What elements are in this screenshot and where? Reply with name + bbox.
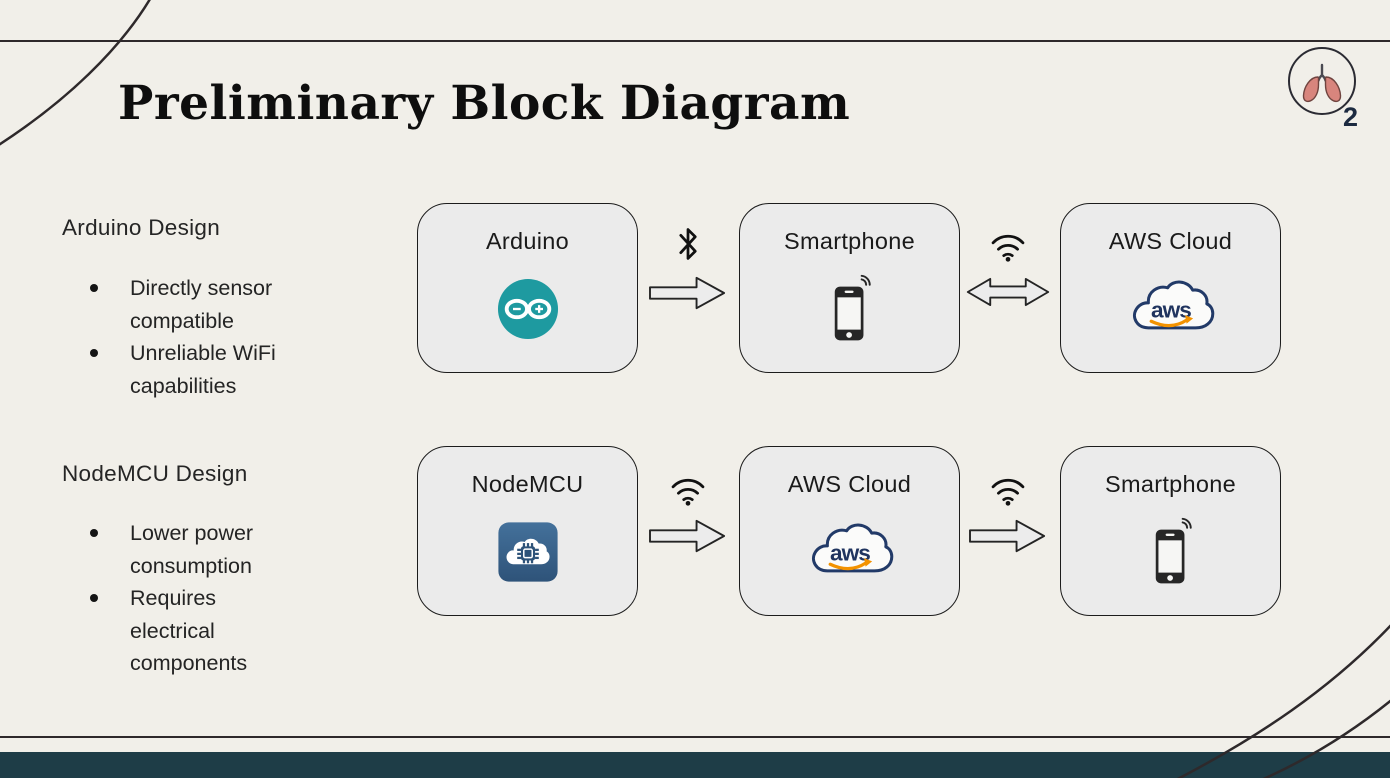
list-item: Lower power consumption	[62, 517, 253, 582]
nodemcu-logo-icon	[497, 498, 559, 615]
arrow-right-icon	[648, 517, 728, 560]
arrow-right-icon	[648, 274, 728, 317]
bullet-text: Lower power consumption	[130, 521, 254, 578]
node-label: NodeMCU	[471, 471, 584, 497]
o2-lungs-logo-icon: 2	[1288, 47, 1358, 132]
aws-cloud-logo-icon: aws	[801, 498, 899, 615]
smartphone-icon	[824, 255, 876, 372]
list-item: Requires electrical components	[62, 582, 253, 680]
section-heading-arduino: Arduino Design	[62, 215, 221, 240]
diagram-node-smartphone: Smartphone	[739, 203, 960, 373]
nodemcu-bullet-list: Lower power consumption Requires electri…	[62, 517, 253, 680]
logo-subscript: 2	[1343, 102, 1358, 132]
bullet-dot-icon	[90, 594, 98, 602]
list-item: Unreliable WiFi capabilities	[62, 337, 276, 402]
arduino-bullet-list: Directly sensor compatible Unreliable Wi…	[62, 272, 276, 402]
bullet-text: Directly sensor compatible	[130, 276, 273, 333]
bullet-dot-icon	[90, 284, 98, 292]
aws-cloud-logo-icon: aws	[1122, 255, 1220, 372]
arrow-right-icon	[968, 517, 1048, 560]
node-label: Arduino	[485, 228, 570, 254]
section-heading-nodemcu: NodeMCU Design	[62, 461, 248, 486]
diagram-node-smartphone-2: Smartphone	[1060, 446, 1281, 616]
top-divider-line	[0, 40, 1390, 42]
bottom-bar	[0, 752, 1390, 778]
bullet-dot-icon	[90, 529, 98, 537]
connector-wifi-2	[963, 474, 1053, 560]
connector-bluetooth	[643, 225, 733, 317]
connector-wifi-double	[963, 230, 1053, 316]
wifi-icon	[666, 474, 710, 511]
connector-wifi-1	[643, 474, 733, 560]
bullet-text: Unreliable WiFi capabilities	[130, 341, 276, 398]
smartphone-icon	[1145, 498, 1197, 615]
diagram-node-arduino: Arduino	[417, 203, 638, 373]
aws-wordmark: aws	[1151, 297, 1191, 322]
page-title: Preliminary Block Diagram	[118, 76, 851, 131]
bottom-divider-line	[0, 736, 1390, 738]
node-label: Smartphone	[1104, 471, 1237, 497]
diagram-node-nodemcu: NodeMCU	[417, 446, 638, 616]
node-label: AWS Cloud	[787, 471, 912, 497]
wifi-icon	[986, 474, 1030, 511]
bullet-dot-icon	[90, 349, 98, 357]
bullet-text: Requires electrical components	[130, 586, 248, 675]
diagram-node-aws-cloud: AWS Cloud aws	[1060, 203, 1281, 373]
node-label: Smartphone	[783, 228, 916, 254]
node-label: AWS Cloud	[1108, 228, 1233, 254]
arduino-logo-icon	[497, 255, 559, 372]
wifi-icon	[986, 230, 1030, 267]
list-item: Directly sensor compatible	[62, 272, 276, 337]
bluetooth-icon	[675, 225, 701, 268]
arrow-double-icon	[965, 273, 1051, 316]
diagram-node-aws-cloud-2: AWS Cloud aws	[739, 446, 960, 616]
aws-wordmark: aws	[830, 540, 870, 565]
